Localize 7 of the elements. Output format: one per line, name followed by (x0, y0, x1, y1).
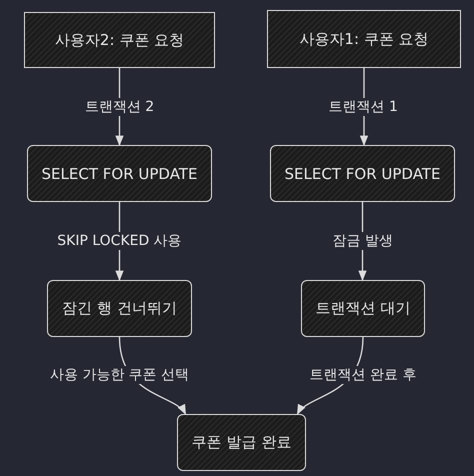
process-box: SELECT FOR UPDATE (27, 145, 212, 202)
process-box: 잠긴 행 건너뛰기 (47, 280, 192, 337)
process-box: SELECT FOR UPDATE (270, 145, 455, 202)
process-box: 트랜잭션 대기 (301, 280, 425, 337)
process-box: 쿠폰 발급 완료 (177, 414, 306, 471)
process-box: 사용자1: 쿠폰 요청 (267, 10, 461, 68)
process-box: 사용자2: 쿠폰 요청 (24, 12, 215, 68)
